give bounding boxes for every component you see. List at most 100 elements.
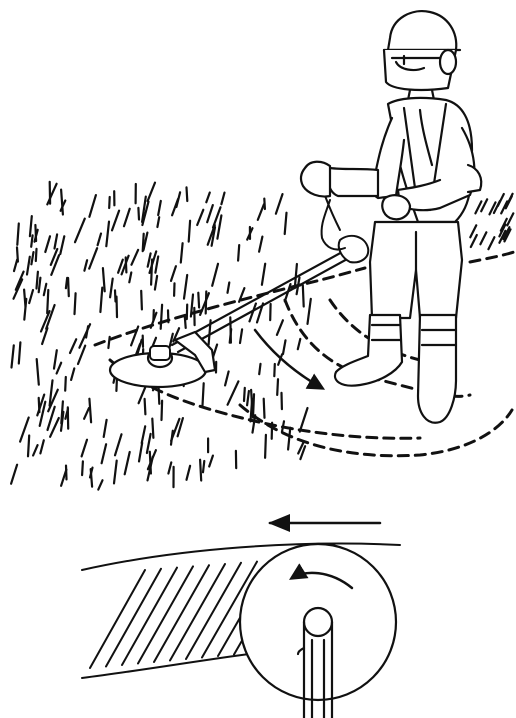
grass-stroke [102,444,107,463]
grass-stroke [147,434,151,453]
grass-stroke [89,195,96,217]
grass-stroke [124,209,130,226]
grass-stroke [155,276,157,290]
hatch-line [170,564,225,661]
grass-stroke [132,250,139,265]
grass-stroke [200,460,201,481]
grass-stroke [308,299,311,324]
grass-stroke [139,443,142,462]
grass-stroke [45,236,50,252]
grass-stroke [47,290,48,313]
grass-stroke [262,264,265,285]
grass-stroke [145,399,146,414]
grass-stroke [206,193,210,203]
grass-stroke [141,291,142,310]
grass-stroke [276,194,283,214]
grass-stroke [110,279,113,298]
grass-stroke [228,381,239,404]
grass-stroke [171,431,173,445]
grass-stroke [27,257,30,275]
grass-stroke [55,234,58,248]
grass-stroke [37,272,38,289]
grass-stroke [198,293,199,308]
grass-stroke [285,213,287,234]
hatch-line [90,570,145,668]
grass-stroke [185,317,186,328]
grass-stroke [117,297,118,318]
grass-stroke [184,275,187,299]
grass-stroke [84,260,87,271]
grass-stroke [230,317,231,342]
grass-stroke [209,456,213,467]
grass-stroke [187,187,188,201]
grass-stroke [264,199,265,209]
grass-stroke [138,208,139,220]
grass-stroke [54,350,57,368]
grass-stroke [20,418,29,442]
grass-stroke [181,243,183,262]
grass-stroke [189,221,190,242]
grass-stroke [29,290,33,303]
grass-stroke [244,388,245,401]
grass-stroke [112,211,119,231]
grass-stroke [288,428,290,450]
grass-stroke [98,480,102,489]
grass-stroke [197,210,203,225]
grass-stroke [109,197,110,208]
grass-stroke [157,217,159,227]
hatch-line [186,563,241,659]
grass-stroke [89,399,91,423]
operation-scene [11,11,514,489]
grass-stroke [30,216,32,236]
grass-stroke [106,222,109,247]
grass-stroke [17,224,19,245]
grass-stroke [104,420,107,437]
grass-stroke [98,234,101,246]
grass-stroke [75,219,85,243]
grass-stroke [247,391,249,405]
grass-stroke [168,462,171,473]
grass-stroke [265,435,266,458]
sweep-arrow [255,330,322,388]
grass-stroke [100,288,102,312]
grass-stroke [39,278,41,293]
grass-stroke [148,183,155,202]
grass-stroke [498,194,504,206]
grass-stroke [14,260,17,272]
grass-stroke [44,284,47,295]
grass-stroke [161,305,162,329]
grass-stroke [274,364,275,376]
grass-stroke [259,237,262,252]
grass-stroke [70,339,76,353]
grass-stroke [24,290,25,307]
grass-stroke [91,469,92,487]
grass-stroke [148,253,151,266]
grass-stroke [277,379,278,395]
grass-stroke [300,408,308,432]
grass-stroke [264,399,265,418]
grass-stroke [79,324,90,348]
grass-stroke [125,452,130,474]
grass-stroke [115,290,116,301]
grass-stroke [480,232,486,244]
grass-stroke [31,252,33,264]
grass-stroke [212,264,218,286]
grass-stroke [115,434,122,455]
grass-stroke [42,328,47,344]
grass-stroke [303,285,304,307]
grass-stroke [12,345,14,367]
grass-stroke [507,213,513,225]
grass-stroke [17,247,18,261]
grass-stroke [207,205,213,222]
grass-stroke [82,461,83,475]
grass-stroke [240,329,242,343]
grass-stroke [57,363,62,374]
grass-stroke [82,440,87,457]
grass-stroke [33,445,38,455]
grass-stroke [162,401,163,420]
grass-stroke [277,320,283,335]
grass-stroke [65,377,66,391]
grass-stroke [71,368,74,380]
grass-stroke [142,426,146,443]
